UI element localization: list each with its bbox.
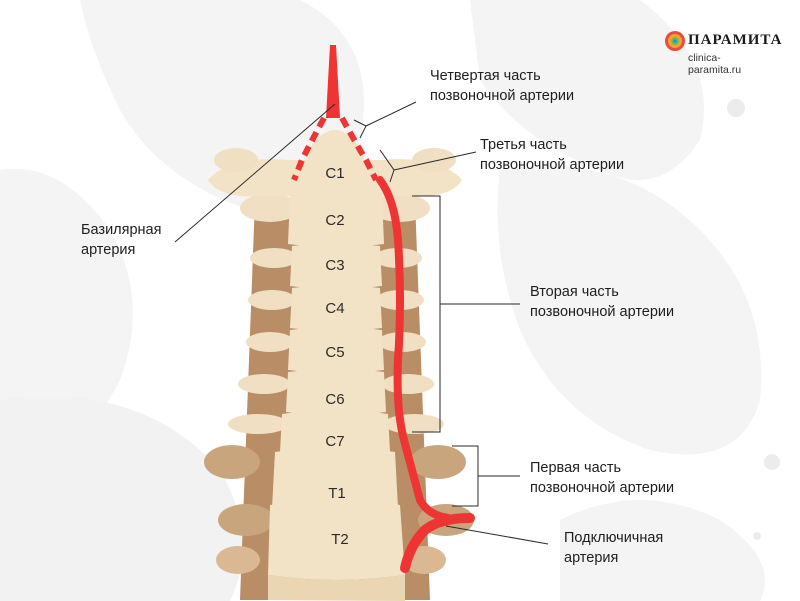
label-second-part: Вторая часть позвоночной артерии	[530, 284, 675, 320]
arteries	[291, 45, 475, 573]
vertebra-t1	[204, 445, 466, 512]
subclavian-leader	[445, 525, 549, 545]
subclavian-artery	[400, 513, 475, 573]
vertebra-c2	[240, 192, 430, 247]
label-subclavian-artery: Подключичная артерия	[564, 530, 664, 566]
label-basilar-artery: Базилярная артерия	[81, 222, 162, 258]
third-part-bracket	[379, 149, 395, 183]
vertebral-column	[204, 130, 474, 601]
label-c1: C1	[325, 165, 344, 182]
label-c6: C6	[325, 391, 344, 408]
label-third-part: Третья часть позвоночной артерии	[480, 137, 625, 173]
logo-brand: ПАРАМИТА	[688, 32, 783, 48]
label-c2: C2	[325, 212, 344, 229]
vertebra-c3	[250, 243, 422, 289]
basilar-artery	[326, 45, 340, 118]
third-part-leader	[393, 151, 477, 171]
label-t2: T2	[331, 531, 349, 548]
vertebra-labels: C1 C2 C3 C4 C5 C6 C7 T1 T2	[325, 165, 348, 548]
label-c7: C7	[325, 433, 344, 450]
label-c4: C4	[325, 300, 344, 317]
vertebra-t2	[216, 500, 474, 601]
leader-lines	[174, 101, 549, 545]
fourth-part-leader	[365, 101, 417, 127]
label-t1: T1	[328, 485, 346, 502]
second-part-bracket	[412, 195, 441, 433]
label-c3: C3	[325, 257, 344, 274]
fourth-part-bracket	[353, 119, 367, 139]
logo-mark-icon	[665, 31, 685, 51]
logo-url: clinica-paramita.ru	[688, 52, 742, 76]
label-first-part: Первая часть позвоночной артерии	[530, 460, 675, 496]
vertebral-artery	[376, 176, 452, 522]
label-fourth-part: Четвертая часть позвоночной артерии	[430, 68, 575, 104]
label-c5: C5	[325, 344, 344, 361]
basilar-leader	[174, 103, 336, 243]
